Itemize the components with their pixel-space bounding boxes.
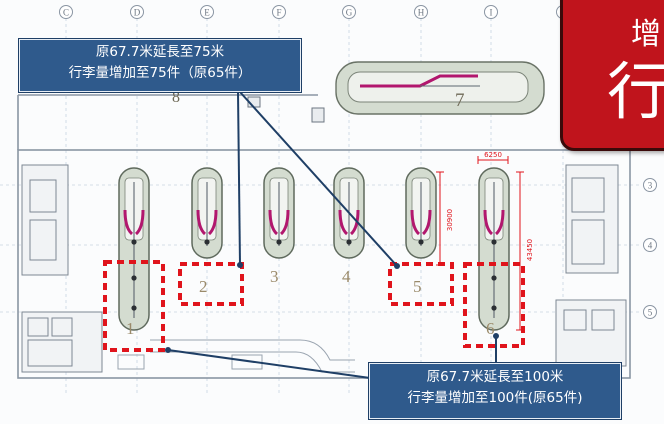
- carousel-number-5: 5: [413, 277, 422, 296]
- building-walls: [17, 94, 631, 379]
- row-label-5: 5: [643, 305, 657, 319]
- svg-text:I: I: [490, 8, 493, 18]
- carousel-number-labels: 1 2 3 4 5 6 7 8: [126, 89, 495, 338]
- column-labels: CDEFGHIJ: [59, 5, 570, 19]
- column-label-d: D: [130, 5, 144, 19]
- callout-bottom-line1: 原67.7米延長至100米: [426, 369, 564, 385]
- callout-bottom-line2: 行李量增加至100件(原65件): [407, 390, 583, 406]
- leader-lines: [167, 91, 497, 379]
- svg-text:5: 5: [648, 308, 653, 318]
- carousel-6: [478, 167, 510, 331]
- highlight-carousel-1: [103, 260, 165, 352]
- carousel-1: [118, 167, 150, 331]
- row-label-4: 4: [643, 238, 657, 252]
- carousel-group: [118, 167, 510, 331]
- column-label-h: H: [414, 5, 428, 19]
- callout-top-line2: 行李量增加至75件（原65件）: [68, 65, 252, 81]
- dimension-lines: [436, 156, 524, 331]
- highlight-carousel-6: [463, 262, 525, 348]
- column-label-c: C: [59, 5, 73, 19]
- row-label-3: 3: [643, 178, 657, 192]
- carousel-3: [263, 167, 295, 259]
- column-label-e: E: [200, 5, 214, 19]
- left-side-rooms: [21, 164, 103, 373]
- badge-text-line1: 增: [631, 17, 661, 52]
- svg-text:E: E: [204, 8, 210, 18]
- right-side-rooms: [555, 164, 627, 367]
- highlight-carousel-5: [388, 262, 454, 306]
- leader-endpoints: [165, 262, 499, 353]
- carousel-2: [191, 167, 223, 259]
- svg-text:C: C: [63, 8, 69, 18]
- carousel-number-2: 2: [199, 277, 208, 296]
- carousel-number-8: 8: [172, 89, 180, 106]
- bottom-corridor: [117, 339, 355, 373]
- column-label-i: I: [484, 5, 498, 19]
- svg-text:D: D: [134, 8, 141, 18]
- carousel-7: [335, 61, 545, 115]
- corner-title-badge: 增 行: [560, 0, 664, 151]
- callout-extension-100m: 原67.7米延長至100米 行李量增加至100件(原65件): [368, 362, 622, 420]
- carousel-number-1: 1: [126, 319, 135, 338]
- callout-top-line1: 原67.7米延長至75米: [95, 44, 225, 60]
- carousel-5: [405, 167, 437, 259]
- dimension-short-label: 30900: [446, 209, 454, 231]
- row-labels: 3 4 5: [643, 178, 657, 319]
- carousel-number-3: 3: [270, 267, 279, 286]
- highlight-carousel-2: [178, 262, 244, 306]
- svg-text:H: H: [418, 8, 425, 18]
- column-label-f: F: [272, 5, 286, 19]
- svg-text:F: F: [276, 8, 281, 18]
- dimension-width-label: 6250: [484, 151, 502, 159]
- column-label-g: G: [342, 5, 356, 19]
- svg-text:G: G: [346, 8, 353, 18]
- carousel-number-6: 6: [486, 319, 495, 338]
- badge-text-line2: 行: [607, 55, 664, 128]
- svg-text:3: 3: [648, 181, 653, 191]
- dimension-long-label: 43450: [526, 239, 534, 261]
- callout-extension-75m: 原67.7米延長至75米 行李量增加至75件（原65件）: [18, 38, 302, 93]
- carousel-number-4: 4: [342, 267, 351, 286]
- extension-highlights: [103, 260, 525, 352]
- carousel-number-7: 7: [455, 90, 465, 111]
- svg-text:4: 4: [648, 241, 653, 251]
